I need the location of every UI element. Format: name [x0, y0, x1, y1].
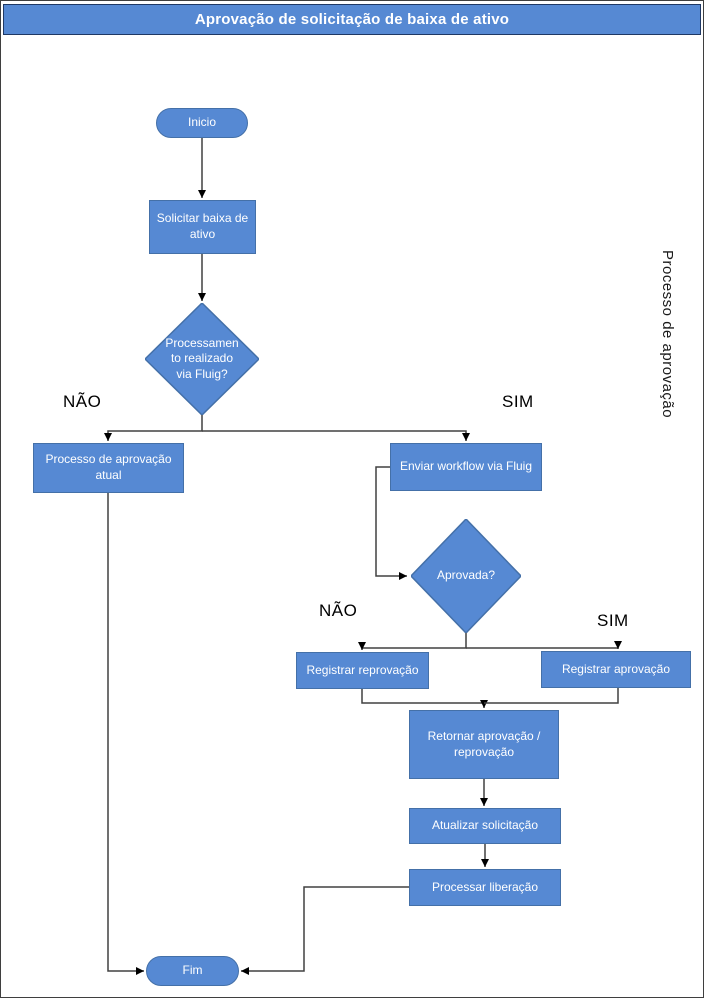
process-solicitar-baixa: Solicitar baixa de ativo [149, 200, 256, 254]
connector-aprovada-sim-aprovacao [466, 641, 622, 649]
process-enviar-workflow-label: Enviar workflow via Fluig [399, 459, 533, 474]
lane-label-vertical: Processo de aprovação [659, 250, 676, 419]
branch-label-sim-aprovada: SIM [597, 611, 629, 630]
decision-processamento-fluig: Processamen to realizado via Fluig? [145, 303, 259, 415]
connector-aprovacao-retornar [484, 688, 619, 704]
process-retornar-aprovacao: Retornar aprovação / reprovação [409, 710, 559, 779]
process-enviar-workflow: Enviar workflow via Fluig [390, 443, 542, 491]
process-atualizar-solicitacao-label: Atualizar solicitação [431, 818, 539, 833]
process-registrar-aprovacao-label: Registrar aprovação [561, 661, 671, 676]
branch-label-sim-fluig: SIM [502, 392, 534, 411]
diamond-shape [145, 303, 259, 415]
process-registrar-reprovacao: Registrar reprovação [296, 652, 429, 689]
start-node-inicio: Inicio [156, 108, 248, 138]
process-atualizar-solicitacao: Atualizar solicitação [409, 808, 561, 844]
connector-processo-atual-fim [107, 493, 144, 975]
process-aprovacao-atual-label: Processo de aprovação atual [45, 452, 172, 482]
start-node-label: Inicio [187, 115, 216, 130]
branch-label-nao-aprovada: NÃO [319, 601, 358, 620]
process-processar-liberacao-label: Processar liberação [431, 879, 539, 894]
decision-aprovada-label: Aprovada? [436, 568, 496, 583]
connector-reprovacao-retornar [361, 689, 488, 708]
connector-processar-fim [241, 886, 409, 975]
process-registrar-aprovacao: Registrar aprovação [541, 651, 691, 688]
end-node-label: Fim [182, 963, 203, 978]
process-retornar-aprovacao-label: Retornar aprovação / reprovação [427, 728, 541, 759]
branch-label-nao-fluig: NÃO [63, 392, 102, 411]
process-registrar-reprovacao-label: Registrar reprovação [306, 662, 419, 677]
connector-decisao-sim-enviar [202, 430, 470, 441]
diagram-title-bar: Aprovação de solicitação de baixa de ati… [3, 4, 701, 35]
process-processar-liberacao: Processar liberação [409, 869, 561, 906]
process-solicitar-baixa-label: Solicitar baixa de ativo [156, 211, 249, 241]
diamond-shape [411, 519, 521, 633]
decision-aprovada: Aprovada? [411, 519, 521, 633]
end-node-fim: Fim [146, 956, 239, 986]
connector-aprovada-nao-reprovacao [358, 633, 467, 650]
process-aprovacao-atual: Processo de aprovação atual [33, 443, 184, 493]
diagram-title: Aprovação de solicitação de baixa de ati… [194, 11, 510, 28]
decision-processamento-fluig-label: Processamen to realizado via Fluig? [165, 335, 239, 381]
connector-enviar-aprovada [375, 466, 407, 580]
connector-decisao-nao-processo-atual [104, 415, 203, 441]
